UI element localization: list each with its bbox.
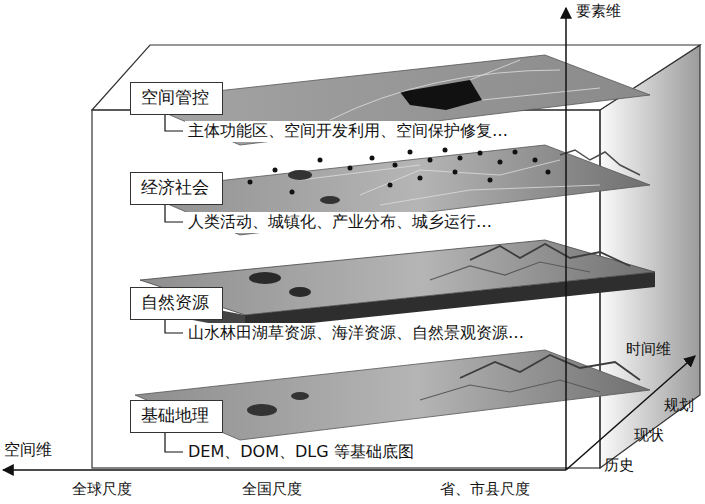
settlement-dot	[513, 150, 518, 155]
control-boundary	[330, 60, 600, 120]
settlement-dot	[533, 158, 538, 163]
layer-title-box: 经济社会	[130, 172, 223, 205]
layer-title-box: 基础地理	[130, 400, 223, 433]
axis-label: 空间维	[4, 440, 52, 461]
settlement-dot	[393, 163, 398, 168]
scale-label: 全球尺度	[72, 480, 132, 500]
scale-label: 全国尺度	[242, 480, 302, 500]
element-axis	[565, 8, 567, 470]
layer-title-box: 空间管控	[130, 82, 223, 115]
settlement-dot	[273, 168, 278, 173]
time-tick-label: 现状	[634, 426, 664, 446]
settlement-dot	[370, 156, 375, 161]
layer-description: DEM、DOM、DLG 等基础底图	[185, 442, 417, 463]
economy-lake	[288, 170, 312, 180]
settlement-dot	[453, 170, 458, 175]
settlement-dot	[546, 170, 551, 175]
time-axis	[566, 356, 695, 470]
settlement-dot	[428, 158, 433, 163]
settlement-dot	[388, 183, 393, 188]
geography-ridge	[420, 380, 600, 400]
time-tick-label: 历史	[604, 456, 634, 476]
resource-lake	[289, 287, 311, 297]
settlement-dot	[408, 150, 413, 155]
settlement-dot	[248, 180, 253, 185]
axis-label: 时间维	[626, 340, 671, 360]
layer-title: 空间管控	[141, 86, 212, 108]
geography-lake	[291, 392, 309, 400]
bracket-line	[165, 202, 183, 222]
layer-title: 基础地理	[141, 404, 212, 426]
settlement-dot	[348, 166, 353, 171]
scale-label: 省、市县尺度	[440, 480, 530, 500]
economy-relief	[560, 150, 640, 175]
layer-title: 自然资源	[141, 291, 212, 313]
settlement-dot	[458, 156, 463, 161]
economy-roads	[300, 160, 600, 205]
cube-right-face	[600, 45, 700, 468]
layer-description: 人类活动、城镇化、产业分布、城乡运行…	[185, 212, 495, 233]
settlement-dot	[318, 158, 323, 163]
economy-lake	[320, 196, 340, 204]
settlement-dots	[248, 148, 551, 195]
settlement-dot	[290, 190, 295, 195]
bracket-line	[165, 430, 183, 452]
layer-title: 经济社会	[141, 176, 212, 198]
space-axis	[3, 469, 566, 471]
geography-lake	[247, 404, 277, 416]
layer-title-box: 自然资源	[130, 287, 223, 320]
settlement-dot	[443, 148, 448, 153]
axis-label: 要素维	[576, 2, 621, 22]
resource-lake	[249, 272, 281, 284]
layer-description: 山水林田湖草资源、海洋资源、自然景观资源…	[185, 323, 527, 344]
control-zone	[400, 80, 482, 110]
settlement-dot	[498, 160, 503, 165]
settlement-dot	[418, 176, 423, 181]
settlement-dot	[478, 151, 483, 156]
geography-ridge	[460, 355, 640, 380]
settlement-dot	[488, 178, 493, 183]
resource-ridge	[470, 244, 630, 266]
layer-description: 主体功能区、空间开发利用、空间保护修复…	[185, 121, 511, 142]
time-tick-label: 规划	[664, 396, 694, 416]
